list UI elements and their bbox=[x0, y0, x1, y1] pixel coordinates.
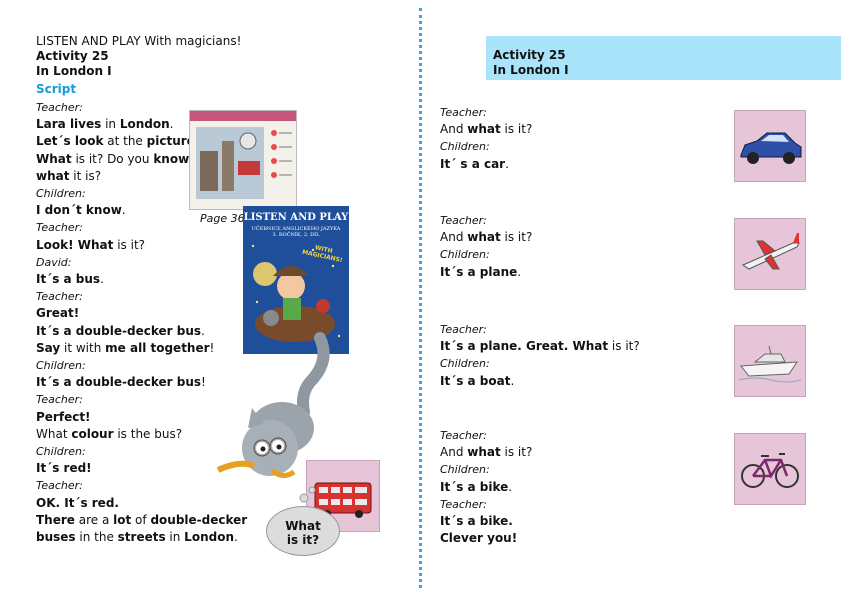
textbook-page-thumbnail bbox=[189, 110, 297, 210]
dialogue-line: There are a lot of double-decker bbox=[36, 512, 248, 527]
dialogue-line: It´s a bus. bbox=[36, 272, 104, 287]
dialogue-block-boat: Teacher: It´s a plane. Great. What is it?… bbox=[440, 321, 640, 390]
left-script: Teacher: Lara lives in London. Let´s look … bbox=[36, 99, 247, 546]
page-heading: LISTEN AND PLAY With magicians! bbox=[36, 34, 242, 48]
page-reference: Page 36 bbox=[200, 212, 245, 225]
dialogue-line: It´s a bike. bbox=[440, 479, 513, 494]
car-picture bbox=[734, 110, 806, 182]
dialogue-line: Look! What is it? bbox=[36, 237, 146, 252]
dialogue-line: what it is? bbox=[36, 168, 102, 183]
boat-picture bbox=[734, 325, 806, 397]
speaker-label: Children: bbox=[440, 140, 490, 154]
speaker-label: Children: bbox=[440, 248, 490, 262]
speech-bubble: What is it? bbox=[266, 506, 340, 556]
script-label: Script bbox=[36, 82, 77, 96]
dialogue-line: Perfect! bbox=[36, 409, 91, 424]
dialogue-line: It´s red! bbox=[36, 461, 92, 476]
speaker-label: Teacher: bbox=[36, 101, 83, 114]
speaker-label: Children: bbox=[440, 357, 490, 371]
speaker-label: Teacher: bbox=[36, 221, 83, 235]
speaker-label: Children: bbox=[36, 445, 86, 459]
dialogue-line: OK. It´s red. bbox=[36, 495, 119, 510]
speaker-label: Teacher: bbox=[36, 479, 83, 493]
dialogue-line: And what is it? bbox=[440, 122, 533, 137]
plane-picture bbox=[734, 218, 806, 290]
dialogue-line: Clever you! bbox=[440, 531, 518, 546]
dialogue-line: It´s a bike. bbox=[440, 514, 513, 529]
dialogue-line: I don´t know. bbox=[36, 203, 126, 218]
cat-mascot bbox=[212, 320, 332, 490]
page-divider bbox=[419, 8, 422, 588]
book-cover: LISTEN AND PLAY UČEBNICE ANGLICKÉHO JAZY… bbox=[243, 206, 349, 354]
speaker-label: Teacher: bbox=[440, 429, 487, 442]
speaker-label: Teacher: bbox=[36, 290, 83, 304]
speaker-label: Teacher: bbox=[440, 106, 487, 119]
book-subtitle: UČEBNICE ANGLICKÉHO JAZYKA bbox=[251, 226, 341, 232]
dialogue-line: It´s a boat. bbox=[440, 373, 515, 388]
speaker-label: Children: bbox=[36, 359, 86, 373]
left-header: LISTEN AND PLAY With magicians! Activity… bbox=[36, 34, 241, 79]
right-header-band: Activity 25 In London I bbox=[486, 36, 841, 80]
activity-label: Activity 25 bbox=[36, 49, 109, 63]
dialogue-line: It´s a double-decker bus! bbox=[36, 375, 206, 390]
dialogue-block-bike: Teacher: And what is it? Children: It´s a b… bbox=[440, 427, 532, 547]
dialogue-line: Say it with me all together! bbox=[36, 340, 215, 355]
speaker-label: Teacher: bbox=[440, 497, 487, 511]
dialogue-line: It´ s a car. bbox=[440, 156, 509, 171]
dialogue-line: It´s a plane. bbox=[440, 264, 522, 279]
right-header: Activity 25 In London I bbox=[493, 48, 569, 78]
dialogue-line: Great! bbox=[36, 306, 80, 321]
lesson-label: In London I bbox=[36, 64, 112, 78]
book-grade: 3. ROČNÍK, 2. DÍL bbox=[272, 232, 320, 238]
dialogue-line: And what is it? bbox=[440, 445, 533, 460]
speaker-label: Teacher: bbox=[36, 393, 83, 407]
bike-picture bbox=[734, 433, 806, 505]
bubble-line-1: What bbox=[285, 519, 321, 533]
dialogue-line: What is it? Do you know bbox=[36, 151, 190, 166]
speaker-label: Teacher: bbox=[440, 214, 487, 227]
book-title: LISTEN AND PLAY bbox=[243, 212, 349, 223]
speaker-label: Teacher: bbox=[440, 323, 487, 336]
bus-picture bbox=[306, 460, 380, 532]
dialogue-line: And what is it? bbox=[440, 230, 533, 245]
dialogue-block-car: Teacher: And what is it? Children: It´ s a … bbox=[440, 104, 532, 173]
dialogue-line: buses in the streets in London. bbox=[36, 530, 238, 545]
speaker-label: David: bbox=[36, 255, 72, 269]
speaker-label: Children: bbox=[36, 187, 86, 201]
bubble-line-2: is it? bbox=[286, 533, 320, 547]
dialogue-block-plane: Teacher: And what is it? Children: It´s a p… bbox=[440, 212, 532, 281]
right-lesson-label: In London I bbox=[493, 63, 569, 77]
dialogue-line: What colour is the bus? bbox=[36, 426, 183, 441]
right-activity-label: Activity 25 bbox=[493, 48, 566, 62]
dialogue-line: Let´s look at the pictures. bbox=[36, 134, 206, 149]
dialogue-line: It´s a double-decker bus. bbox=[36, 323, 205, 338]
dialogue-line: It´s a plane. Great. What is it? bbox=[440, 339, 640, 354]
speaker-label: Children: bbox=[440, 463, 490, 477]
dialogue-line: Lara lives in London. bbox=[36, 117, 174, 132]
bubble-tail bbox=[299, 486, 316, 503]
